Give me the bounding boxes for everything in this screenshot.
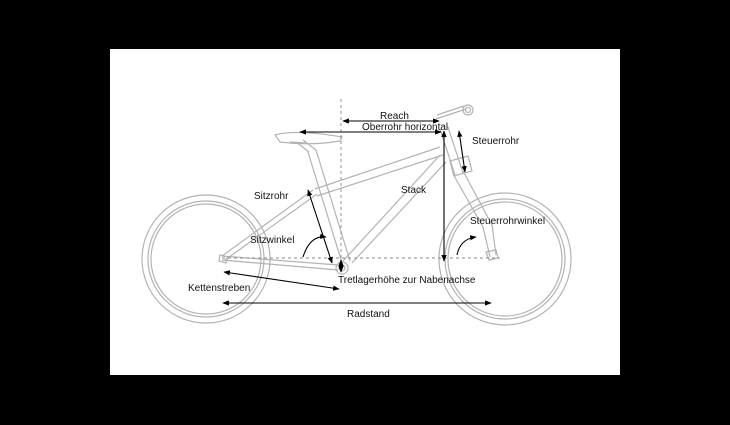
- seat-angle-arc: [302, 233, 327, 258]
- label-reach: Reach: [380, 111, 409, 122]
- rear-wheel: [141, 194, 271, 324]
- bike-frame: [218, 104, 499, 275]
- front-wheel: [438, 192, 572, 326]
- labels: Reach Oberrohr horizontal Steuerrohr Sta…: [188, 111, 545, 320]
- label-oberrohr-horizontal: Oberrohr horizontal: [362, 122, 448, 133]
- seat-tube-arrow: [307, 189, 333, 264]
- head-angle-arc: [456, 235, 477, 256]
- head-tube-arrow: [457, 130, 467, 173]
- label-sitzrohr: Sitzrohr: [254, 191, 289, 202]
- label-steuerrohrwinkel: Steuerrohrwinkel: [470, 216, 545, 227]
- geometry-diagram: Reach Oberrohr horizontal Steuerrohr Sta…: [110, 49, 620, 375]
- label-tretlagerhoehe: Tretlagerhöhe zur Nabenachse: [338, 275, 476, 286]
- label-sitzwinkel: Sitzwinkel: [250, 235, 294, 246]
- chainstay-arrow: [223, 270, 340, 291]
- measurements: [222, 118, 492, 306]
- label-radstand: Radstand: [347, 309, 390, 320]
- label-stack: Stack: [401, 185, 427, 196]
- label-steuerrohr: Steuerrohr: [472, 136, 520, 147]
- reference-lines: [222, 99, 500, 269]
- bike-geometry-svg: Reach Oberrohr horizontal Steuerrohr Sta…: [141, 99, 572, 326]
- label-kettenstreben: Kettenstreben: [188, 283, 250, 294]
